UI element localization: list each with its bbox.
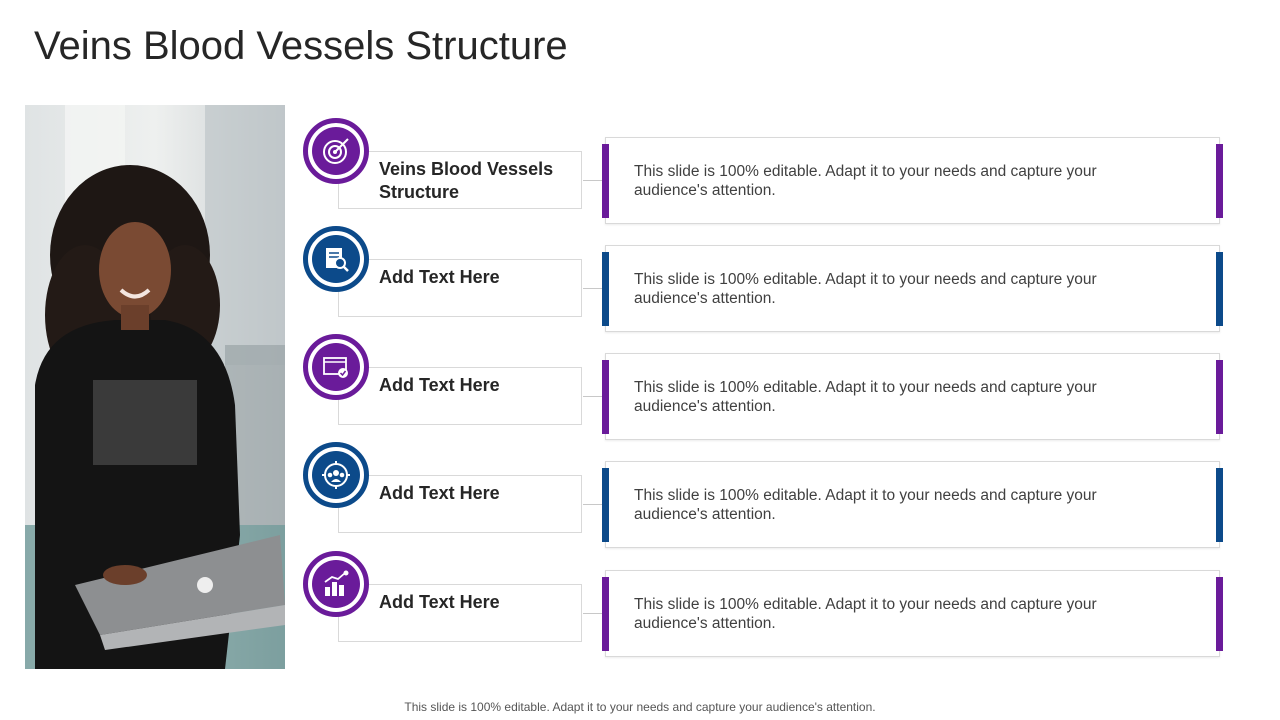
item-description: This slide is 100% editable. Adapt it to… (634, 271, 1097, 307)
description-box: This slide is 100% editable. Adapt it to… (602, 137, 1223, 224)
item-description: This slide is 100% editable. Adapt it to… (634, 487, 1097, 523)
connector-line (583, 396, 602, 397)
description-box: This slide is 100% editable. Adapt it to… (602, 245, 1223, 332)
accent-bar (602, 252, 609, 326)
connector-line (583, 613, 602, 614)
description-box: This slide is 100% editable. Adapt it to… (602, 353, 1223, 440)
description-box: This slide is 100% editable. Adapt it to… (602, 461, 1223, 548)
icon-circle (303, 442, 369, 508)
list-item: Add Text Here This slide is 100% editabl… (300, 226, 1225, 332)
accent-bar (1216, 144, 1223, 218)
icon-circle (303, 226, 369, 292)
accent-bar (602, 144, 609, 218)
connector-line (583, 180, 602, 181)
list-item: Add Text Here This slide is 100% editabl… (300, 442, 1225, 548)
list-item: Add Text Here This slide is 100% editabl… (300, 334, 1225, 440)
woman-with-laptop-photo (25, 105, 285, 669)
item-label: Add Text Here (379, 592, 500, 612)
icon-circle (303, 551, 369, 617)
accent-bar (602, 577, 609, 651)
item-label: Add Text Here (379, 375, 500, 395)
accent-bar (1216, 577, 1223, 651)
icon-circle (303, 334, 369, 400)
accent-bar (602, 468, 609, 542)
target-icon (323, 138, 349, 164)
connector-line (583, 288, 602, 289)
document-search-icon (326, 248, 349, 272)
accent-bar (602, 360, 609, 434)
list-item: Add Text Here This slide is 100% editabl… (300, 551, 1225, 657)
item-description: This slide is 100% editable. Adapt it to… (634, 596, 1097, 632)
label-box: Add Text Here (338, 584, 582, 642)
label-box: Add Text Here (338, 475, 582, 533)
accent-bar (1216, 360, 1223, 434)
icon-circle (303, 118, 369, 184)
label-box: Veins Blood Vessels Structure (338, 151, 582, 209)
accent-bar (1216, 468, 1223, 542)
connector-line (583, 504, 602, 505)
item-label: Veins Blood Vessels Structure (379, 159, 554, 202)
description-box: This slide is 100% editable. Adapt it to… (602, 570, 1223, 657)
slide-title: Veins Blood Vessels Structure (34, 24, 568, 68)
item-label: Add Text Here (379, 267, 500, 287)
accent-bar (1216, 252, 1223, 326)
growth-chart-icon (324, 570, 349, 596)
label-box: Add Text Here (338, 367, 582, 425)
item-description: This slide is 100% editable. Adapt it to… (634, 163, 1097, 199)
footer-note: This slide is 100% editable. Adapt it to… (404, 700, 876, 714)
ads-icon (323, 357, 348, 378)
item-label: Add Text Here (379, 483, 500, 503)
audience-target-icon (322, 461, 350, 489)
item-description: This slide is 100% editable. Adapt it to… (634, 379, 1097, 415)
list-item: Veins Blood Vessels Structure This slide… (300, 118, 1225, 224)
label-box: Add Text Here (338, 259, 582, 317)
